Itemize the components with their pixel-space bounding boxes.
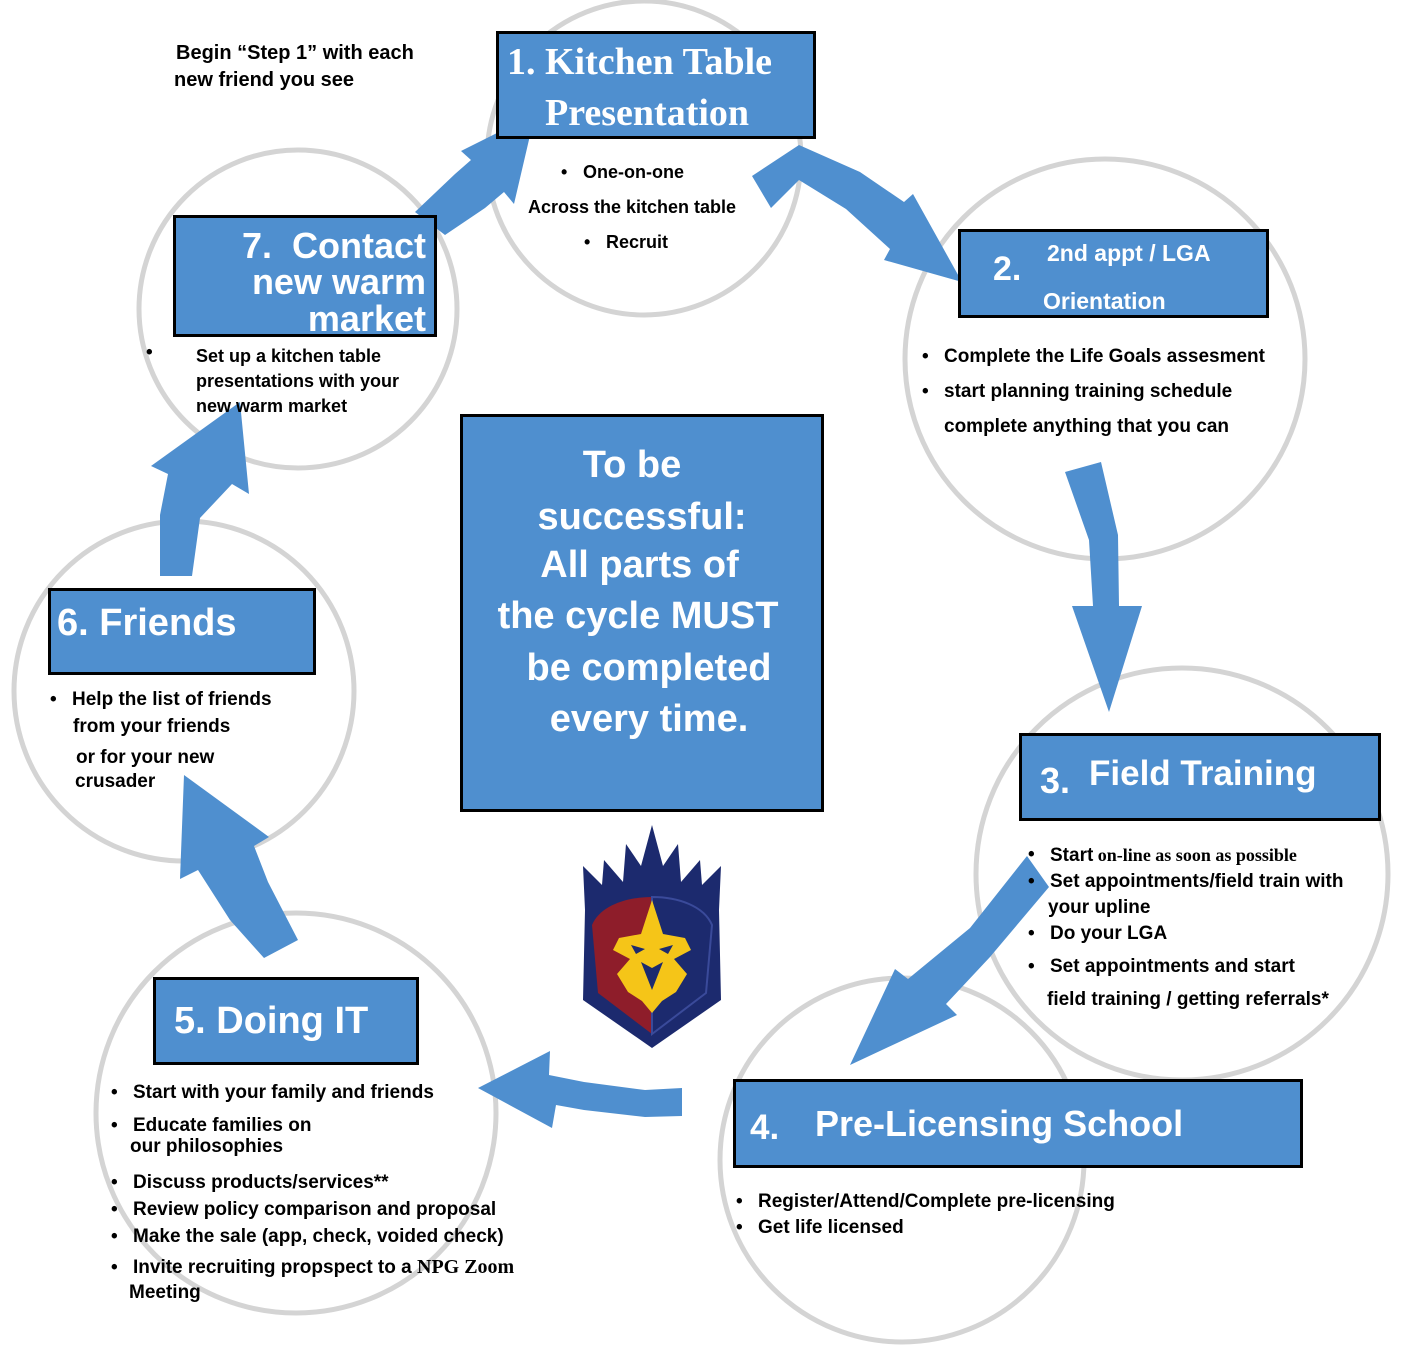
step5-item: Meeting: [129, 1282, 201, 1303]
step5-item: Discuss products/services**: [111, 1169, 514, 1196]
step3-item-rest: on-line as soon as possible: [1093, 845, 1297, 865]
step5-item: Start with your family and friends: [111, 1079, 514, 1106]
step1-item: One-on-one: [561, 155, 794, 190]
step6-title-box: 6. Friends: [48, 588, 316, 675]
step5-circle: [93, 910, 499, 1316]
step1-items: One-on-one Across the kitchen table Recr…: [524, 155, 794, 260]
step5-item: Make the sale (app, check, voided check): [111, 1223, 514, 1250]
step4-item: Register/Attend/Complete pre-licensing: [736, 1189, 1115, 1215]
step5-item: our philosophies: [130, 1136, 284, 1157]
arrow-4-to-5: [478, 1051, 682, 1128]
step6-item: or for your new: [76, 747, 215, 768]
step3-item: Do your LGA: [1028, 921, 1343, 947]
arrow-2-to-3: [1065, 462, 1142, 712]
step4-title: Pre-Licensing School: [815, 1103, 1184, 1144]
step7-items: Set up a kitchen table presentations wit…: [196, 344, 399, 419]
step7-item: Set up a kitchen table: [196, 346, 382, 366]
step2-number: 2.: [993, 250, 1022, 288]
step3-item: your upline: [1048, 897, 1151, 918]
step4-title-box: 4. Pre-Licensing School: [733, 1079, 1303, 1168]
step2-title-line: Orientation: [1043, 288, 1166, 314]
step3-item: Set appointments and start: [1028, 954, 1343, 980]
lion-crest-logo: [583, 825, 721, 1048]
step3-number: 3.: [1040, 760, 1071, 801]
arrow-6-to-7: [151, 402, 249, 576]
step6-title: 6. Friends: [57, 602, 237, 644]
center-message-line: every time.: [549, 698, 749, 740]
arrow-7-to-1: [415, 114, 535, 235]
step2-item: complete anything that you can: [944, 416, 1230, 437]
step6-items: Help the list of friends from your frien…: [50, 687, 271, 792]
step4-item: Get life licensed: [736, 1215, 1115, 1241]
cycle-arrows: [151, 114, 1142, 1128]
step5-items: Start with your family and friends Educa…: [111, 1079, 515, 1305]
step6-item: Help the list of friends: [50, 687, 271, 712]
center-message-box: To be successful: All parts of the cycle…: [460, 414, 824, 812]
step3-item: Set appointments/field train with: [1028, 869, 1344, 895]
step1-title-line: 1. Kitchen Table: [507, 41, 772, 83]
intro-note-line: Begin “Step 1” with each: [176, 42, 414, 64]
step3-item-bold: Start: [1050, 845, 1094, 866]
step3-item: Start on-line as soon as possible: [1028, 842, 1343, 869]
intro-note: Begin “Step 1” with each new friend you …: [174, 40, 414, 94]
step2-title-line: 2nd appt / LGA: [1047, 240, 1211, 266]
step3-items: Start on-line as soon as possible Set ap…: [1028, 842, 1344, 1013]
step3-item: field training / getting referrals*: [1047, 989, 1329, 1010]
arrow-5-to-6: [180, 775, 298, 958]
step6-item: from your friends: [73, 716, 231, 737]
intro-note-line: new friend you see: [174, 69, 355, 91]
step5-item-serif: NPG Zoom: [417, 1256, 515, 1278]
center-message-line: the cycle MUST: [497, 595, 779, 637]
step2-item: Complete the Life Goals assesment: [922, 339, 1265, 374]
step1-item: Across the kitchen table: [528, 197, 737, 217]
step3-title: Field Training: [1089, 754, 1317, 793]
step7-circle: [136, 147, 460, 471]
center-message-line: be completed: [526, 647, 772, 689]
step3-title-box: 3. Field Training: [1019, 733, 1381, 821]
step1-title-box: 1. Kitchen Table Presentation: [496, 31, 816, 139]
step2-item: start planning training schedule: [922, 374, 1265, 409]
step7-item: new warm market: [196, 396, 348, 416]
step4-number: 4.: [750, 1108, 780, 1147]
step2-items: Complete the Life Goals assesment start …: [922, 339, 1265, 444]
center-message-line: All parts of: [540, 544, 739, 586]
step1-item: Recruit: [584, 225, 794, 260]
step5-item-plain: Invite recruiting propspect to a: [133, 1257, 417, 1278]
step7-title-box: 7. Contact new warm market: [173, 215, 437, 339]
step7-title-line: new warm: [251, 261, 426, 302]
step7-item: presentations with your: [196, 371, 400, 391]
step5-item: Review policy comparison and proposal: [111, 1196, 514, 1223]
step1-title-line: Presentation: [545, 92, 750, 134]
step2-title-box: 2. 2nd appt / LGA Orientation: [958, 229, 1269, 318]
step5-item: Educate families on: [111, 1115, 514, 1137]
center-message-line: To be: [582, 444, 682, 486]
step5-title: 5. Doing IT: [174, 1000, 369, 1042]
step5-item: Invite recruiting propspect to a NPG Zoo…: [111, 1254, 515, 1281]
step7-title-line: 7. Contact: [241, 225, 426, 266]
arrow-3-to-4: [850, 856, 1049, 1065]
step5-title-box: 5. Doing IT: [153, 977, 419, 1065]
step6-item: crusader: [75, 771, 156, 792]
arrow-1-to-2: [752, 145, 962, 282]
step7-title-line: market: [307, 298, 426, 339]
center-message-line: successful:: [537, 496, 747, 538]
step4-items: Register/Attend/Complete pre-licensing G…: [736, 1189, 1115, 1241]
step7-bullet-dot: •: [146, 342, 153, 363]
